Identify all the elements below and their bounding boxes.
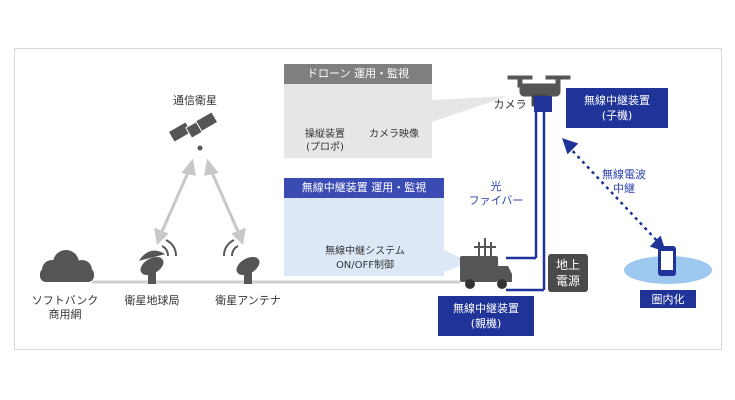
fiber-label-line1: 光 xyxy=(490,180,502,193)
child-unit-line2: (子機) xyxy=(601,109,633,122)
parent-unit-line2: (親機) xyxy=(470,317,502,330)
radio-label-line2: 中継 xyxy=(613,182,635,195)
camera-label: カメラ xyxy=(493,98,527,111)
ground-power-line1: 地上 xyxy=(555,258,580,272)
satellite-icon xyxy=(167,111,219,152)
controller-label-line1: 操縦装置 xyxy=(305,129,345,140)
fiber-label-line2: ファイバー xyxy=(468,194,524,207)
child-unit-box: 無線中継装置 (子機) xyxy=(566,88,668,128)
coverage-badge: 圏内化 xyxy=(640,290,696,308)
ground-power-line2: 電源 xyxy=(555,274,580,288)
fiber-cable xyxy=(506,104,546,292)
relay-system-label-line1: 無線中継システム xyxy=(325,246,405,257)
relay-system-label-line2: ON/OFF制御 xyxy=(335,260,395,271)
coverage-label: 圏内化 xyxy=(651,292,685,306)
ground-power-box: 地上 電源 xyxy=(548,254,588,292)
smartphone-icon xyxy=(658,246,676,276)
panel-connectors xyxy=(432,96,508,122)
ground-station-dish-icon xyxy=(138,239,177,284)
truck-icon xyxy=(460,238,512,289)
satellite-antenna-label: 衛星アンテナ xyxy=(215,294,281,307)
satellite-link-arrows xyxy=(154,158,246,246)
child-unit-line1: 無線中継装置 xyxy=(584,94,650,107)
softbank-label-line2: 商用網 xyxy=(48,308,82,321)
ground-station-label: 衛星地球局 xyxy=(124,294,180,307)
camera-feed-label: カメラ映像 xyxy=(369,129,419,140)
parent-unit-line1: 無線中継装置 xyxy=(453,302,519,315)
controller-label-line2: (プロポ) xyxy=(306,142,344,153)
cloud-icon xyxy=(40,250,94,282)
relay-panel-title: 無線中継装置 運用・監視 xyxy=(284,178,444,198)
satellite-label: 通信衛星 xyxy=(173,94,217,107)
radio-label-line1: 無線電波 xyxy=(602,168,646,181)
parent-unit-box: 無線中継装置 (親機) xyxy=(438,296,534,336)
radio-link-arrow xyxy=(562,138,666,252)
relay-panel-connector xyxy=(444,250,470,272)
softbank-label-line1: ソフトバンク xyxy=(31,294,99,307)
satellite-antenna-dish-icon xyxy=(223,239,260,284)
camera-module-icon xyxy=(534,96,552,112)
drone-panel-title: ドローン 運用・監視 xyxy=(284,64,432,84)
